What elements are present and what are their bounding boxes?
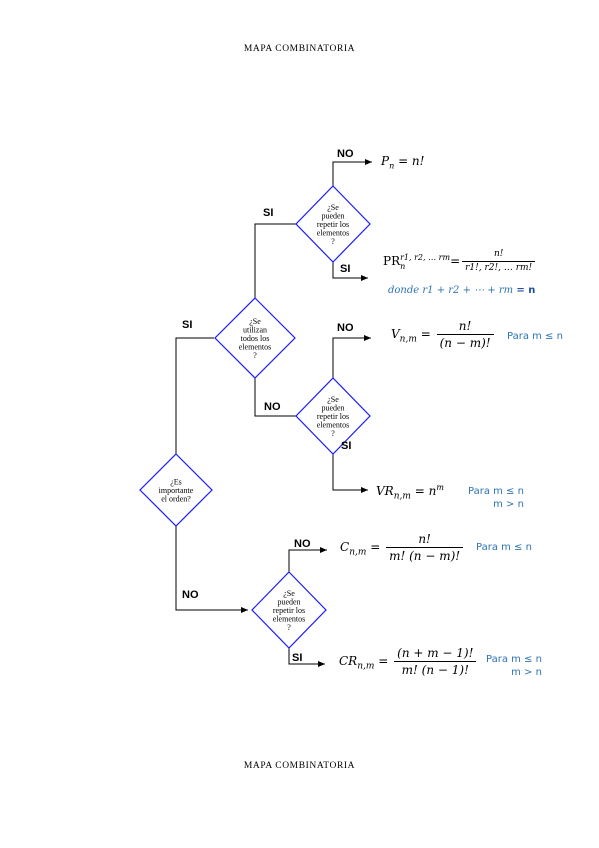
question-repeat-upper-text-line: ¿Se xyxy=(327,203,339,212)
question-repeat-lower-text-line: repetir los xyxy=(273,606,305,615)
question-repeat-lower-text-line: pueden xyxy=(277,597,300,606)
label-r3-no: NO xyxy=(294,538,311,550)
condition-variation: Para m ≤ n xyxy=(507,331,563,342)
formula-permutation: Pn = n! xyxy=(381,154,425,171)
question-repeat-upper-text-line: repetir los xyxy=(317,220,349,229)
label-all-no: NO xyxy=(264,401,281,413)
connector-lines xyxy=(175,159,372,667)
connector-all-si xyxy=(254,223,296,298)
decision-repeat-upper-diamond xyxy=(295,185,371,263)
condition-combination: Para m ≤ n xyxy=(476,542,532,553)
decision-order-diamond xyxy=(139,453,213,527)
question-repeat-upper-text-line: pueden xyxy=(321,211,344,220)
question-repeat-middle-text-line: repetir los xyxy=(317,412,349,421)
connector-r2-si xyxy=(332,454,368,493)
connector-order-no xyxy=(175,526,248,613)
question-all-elements-text-line: todos los xyxy=(241,334,270,343)
connector-r3-no xyxy=(288,547,327,572)
connector-order-si xyxy=(175,337,214,454)
label-order-no: NO xyxy=(182,589,199,601)
question-repeat-middle-text-line: elementos xyxy=(317,421,349,430)
label-r1-no: NO xyxy=(337,148,354,160)
question-repeat-lower-text-line: ¿Se xyxy=(283,589,295,598)
page-footer-title: MAPA COMBINATORIA xyxy=(243,761,356,771)
question-repeat-lower-text-line: elementos xyxy=(273,615,305,624)
formula-pr-note: donde r1 + r2 + ⋯ + rm = n xyxy=(388,285,536,296)
question-all-elements-text-line: ? xyxy=(253,351,257,360)
condition-combination-repetition: Para m ≤ n m > n xyxy=(486,654,542,678)
question-order-text-line: el orden? xyxy=(161,495,191,504)
label-r3-si: SI xyxy=(292,652,302,664)
label-r1-si: SI xyxy=(340,263,350,275)
formula-variation: Vn,m = n!(n − m)! xyxy=(391,320,496,349)
question-repeat-lower-text-line: ? xyxy=(287,623,291,632)
connector-all-no xyxy=(254,378,296,417)
label-r2-no: NO xyxy=(337,322,354,334)
label-r2-si: SI xyxy=(341,440,351,452)
formula-variation-repetition: VRn,m = nm xyxy=(376,483,444,502)
question-repeat-upper-text-line: ? xyxy=(331,237,335,246)
decision-repeat-middle-diamond xyxy=(295,377,371,455)
label-order-si: SI xyxy=(182,319,192,331)
connector-r2-no xyxy=(332,335,371,378)
connector-r3-si xyxy=(288,648,325,667)
question-all-elements-text-line: elementos xyxy=(239,343,271,352)
connector-r1-si xyxy=(332,262,368,281)
decision-repeat-lower-diamond xyxy=(251,571,327,649)
question-all-elements-text-line: ¿Se xyxy=(249,317,261,326)
connector-r1-no xyxy=(332,159,372,186)
label-all-si: SI xyxy=(263,207,273,219)
question-all-elements-text-line: utilizan xyxy=(243,325,267,334)
condition-variation-repetition: Para m ≤ n m > n xyxy=(468,486,524,510)
question-repeat-middle-text-line: ¿Se xyxy=(327,395,339,404)
question-order-text-line: importante xyxy=(159,486,194,495)
formula-combination-repetition: CRn,m = (n + m − 1)!m! (n − 1)! xyxy=(339,647,478,676)
question-order-text-line: ¿Es xyxy=(170,477,182,486)
question-repeat-upper-text-line: elementos xyxy=(317,229,349,238)
page-header-title: MAPA COMBINATORIA xyxy=(243,44,356,54)
decision-all-elements-diamond xyxy=(214,297,296,379)
formula-combination: Cn,m = n!m! (n − m)! xyxy=(340,533,465,562)
question-repeat-middle-text-line: ? xyxy=(331,429,335,438)
question-repeat-middle-text-line: pueden xyxy=(321,403,344,412)
